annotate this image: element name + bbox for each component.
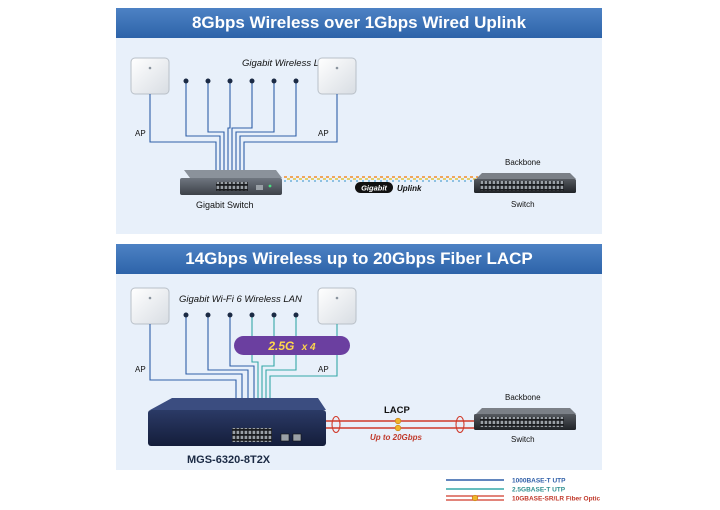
uplink-badge-text: Gigabit <box>361 184 387 193</box>
top-copper-cables <box>149 82 338 170</box>
mgs-switch <box>148 398 326 446</box>
svg-text:2.5G x 4: 2.5G x 4 <box>267 339 316 353</box>
gigabit-uplink-cable <box>284 176 478 182</box>
uplink-label: Uplink <box>397 184 422 193</box>
access-point-top-left <box>130 57 170 95</box>
model-label: MGS-6320-8T2X <box>187 454 271 466</box>
fiber-lacp-links <box>326 415 478 434</box>
access-point-bottom-left <box>130 287 170 325</box>
top-panel: 8Gbps Wireless over 1Gbps Wired Uplink <box>116 8 602 234</box>
legend: 1000BASE-T UTP 2.5GBASE-T UTP 10GBASE-SR… <box>446 478 601 503</box>
top-ap-right-label: AP <box>318 129 329 138</box>
legend-swatch-fiber <box>446 494 504 502</box>
top-cable-end-dots <box>183 78 299 84</box>
speed-badge-value: 2.5G <box>267 339 294 353</box>
bottom-ap-right-label: AP <box>318 365 329 374</box>
speed-badge-multiplier: x 4 <box>301 342 316 353</box>
gigabit-switch <box>180 170 282 195</box>
bottom-wlan-label: Gigabit Wi-Fi 6 Wireless LAN <box>179 294 302 305</box>
legend-label-2-5gbase-t: 2.5GBASE-T UTP <box>512 487 566 494</box>
fiber-speed-label: Up to 20Gbps <box>370 433 423 442</box>
top-backbone-switch-label: Switch <box>511 200 535 209</box>
top-wlan-label: Gigabit Wireless LAN <box>242 58 332 69</box>
bottom-cable-end-dots <box>183 312 299 318</box>
access-point-bottom-right <box>317 287 357 325</box>
bottom-backbone-label: Backbone <box>505 393 541 402</box>
access-point-top-right <box>317 57 357 95</box>
legend-label-1000base-t: 1000BASE-T UTP <box>512 478 566 485</box>
top-ap-left-label: AP <box>135 129 146 138</box>
bottom-section-title: 14Gbps Wireless up to 20Gbps Fiber LACP <box>116 244 602 274</box>
speed-badge: 2.5G x 4 <box>234 336 350 355</box>
gigabit-uplink-badge: Gigabit <box>355 182 393 193</box>
bottom-backbone-switch-label: Switch <box>511 435 535 444</box>
bottom-backbone-switch <box>474 408 576 430</box>
gigabit-switch-label: Gigabit Switch <box>196 200 254 210</box>
legend-label-fiber: 10GBASE-SR/LR Fiber Optic <box>512 496 601 503</box>
top-section-title: 8Gbps Wireless over 1Gbps Wired Uplink <box>116 8 602 38</box>
bottom-ap-left-label: AP <box>135 365 146 374</box>
top-backbone-switch <box>474 173 576 193</box>
top-backbone-label: Backbone <box>505 158 541 167</box>
lacp-label: LACP <box>384 405 411 416</box>
